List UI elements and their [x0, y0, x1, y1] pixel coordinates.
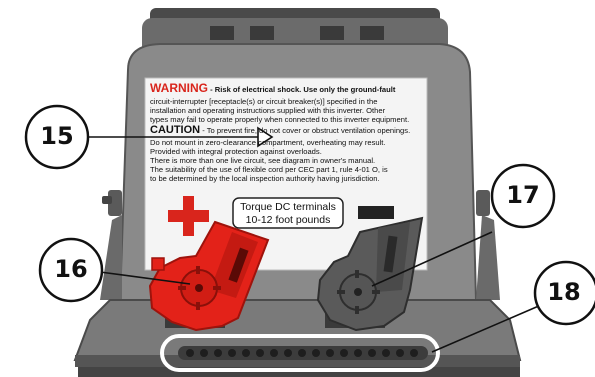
caution-heading: CAUTION [150, 124, 200, 136]
inverter-base [75, 300, 520, 377]
caution-line-4: There is more than one live circuit, see… [150, 156, 375, 165]
torque-label-line1: Torque DC terminals [240, 201, 336, 213]
callout-18-number: 18 [533, 278, 595, 306]
warning-heading: WARNING [150, 81, 208, 95]
caution-line-2: Do not mount in zero-clearance compartme… [150, 138, 386, 147]
negative-symbol [358, 206, 394, 219]
caution-line-1: CAUTION - To prevent fire, do not cover … [150, 126, 410, 135]
callout-17-number: 17 [492, 181, 554, 209]
callout-16-number: 16 [40, 255, 102, 283]
warning-line-2: circuit-interrupter [receptacle(s) or ci… [150, 97, 377, 106]
caution-line-3: Provided with integral protection agains… [150, 147, 322, 156]
warning-line-4: types may fail to operate properly when … [150, 115, 409, 124]
warning-text-1: - Risk of electrical shock. Use only the… [208, 85, 395, 94]
caution-text-1: - To prevent fire, do not cover or obstr… [200, 126, 410, 135]
caution-line-5: The suitability of the use of flexible c… [150, 165, 388, 174]
warning-line-1: WARNING - Risk of electrical shock. Use … [150, 84, 395, 94]
callout-15-number: 15 [26, 122, 88, 150]
torque-label-line2: 10-12 foot pounds [246, 214, 331, 226]
warning-line-3: installation and operating instructions … [150, 106, 385, 115]
caution-line-6: to be determined by the local inspection… [150, 174, 380, 183]
